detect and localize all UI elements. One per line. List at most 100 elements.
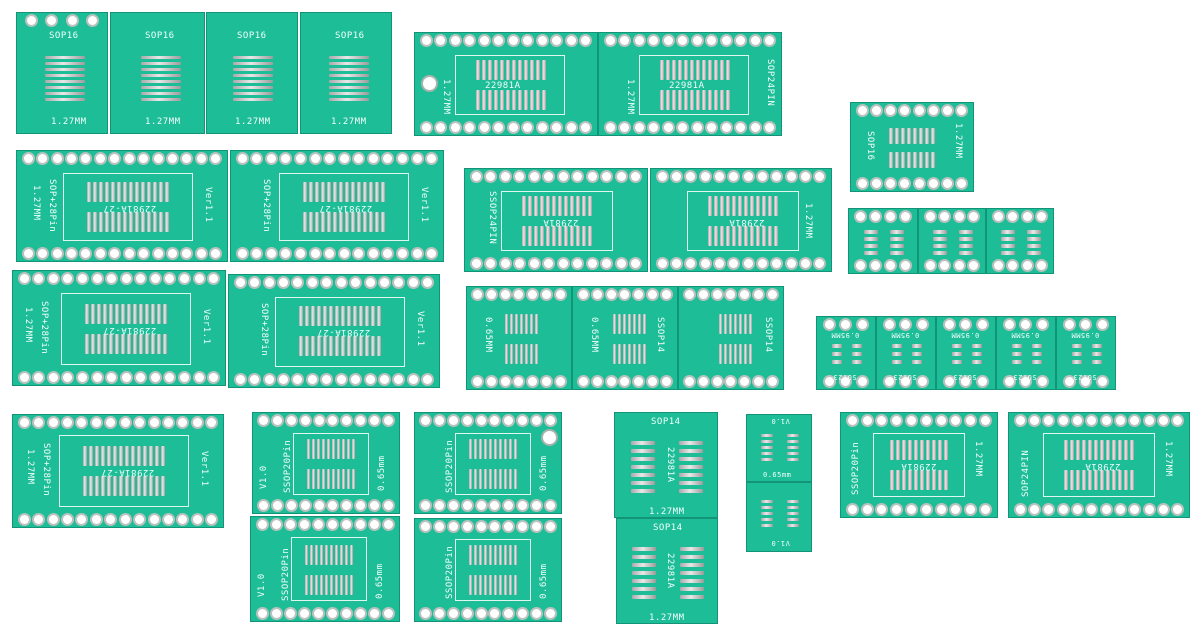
label-ver: Ver1.1	[203, 187, 213, 223]
label-pitch: 1.27MM	[649, 507, 685, 517]
pad-row-bottom	[233, 375, 435, 384]
label-pitch: 1.27MM	[51, 117, 87, 127]
footprint	[461, 55, 561, 115]
pcb-sot23-e: 0.95MM SOT23	[1056, 316, 1116, 390]
pcb-sot23-b: 0.95MM SOT23	[876, 316, 936, 390]
label-ver: Ver1.1	[415, 311, 425, 347]
pcb-sop28-b: 22981A-27 SOP+28Pin Ver1.1	[230, 150, 444, 262]
footprint	[645, 55, 745, 115]
label-part: 22981A	[1085, 461, 1121, 471]
label-sop16: SOP16	[145, 31, 175, 41]
label-pitch: 1.27MM	[441, 79, 451, 115]
label-sop16: SOP16	[335, 31, 365, 41]
label-name: SOP+28Pin	[47, 179, 57, 233]
label-name: SOT23	[953, 373, 977, 381]
silk-outline	[873, 433, 965, 497]
label-pitch: 0.65mm	[539, 563, 549, 599]
label-pitch: 1.27MM	[649, 613, 685, 623]
pad-row-top	[21, 16, 103, 25]
label-part: 22981A	[669, 81, 705, 91]
footprint	[891, 341, 923, 367]
pcb-sop24-a: 22981A 1.27MM	[414, 32, 598, 136]
pcb-msop-a: V1.0 0.65mm	[746, 414, 812, 482]
pcb-ssop20-right: 22981A SSOP20Pin 1.27MM	[840, 412, 998, 518]
label-part: 22981A	[485, 81, 521, 91]
footprint	[67, 175, 189, 239]
label-pitch: 0.95MM	[1071, 331, 1100, 339]
label-part: 22981A	[665, 447, 675, 483]
pad-row-bottom	[991, 261, 1049, 270]
footprint	[877, 435, 961, 495]
label-pitch: 1.27MM	[23, 307, 33, 343]
label-name: SOT23	[1013, 373, 1037, 381]
label-name: SSOP20Pin	[281, 547, 291, 601]
pad-row-bottom	[469, 259, 643, 268]
pcb-sop16-c: SOP16 1.27MM	[206, 12, 298, 134]
label-name: SSOP14	[763, 317, 773, 353]
pcb-ssop24-b: 22981A 1.27MM	[650, 168, 832, 272]
pad-row-bottom	[1013, 505, 1185, 514]
silk-outline	[291, 537, 367, 601]
pad-row-bottom	[853, 261, 913, 270]
label-name: SSOP24PIN	[487, 191, 497, 245]
label-name: SOT23	[893, 373, 917, 381]
silk-outline	[639, 55, 749, 115]
label-part: 22981A	[901, 461, 937, 471]
pcb-msop8-b	[918, 208, 986, 274]
label-name: SSOP20Pin	[283, 439, 293, 493]
pad-row-bottom	[255, 609, 395, 618]
footprint	[63, 439, 185, 503]
label-part: 22981A-27	[319, 203, 373, 213]
pad-row-top	[419, 416, 557, 425]
footprint	[877, 123, 947, 173]
footprint	[43, 43, 87, 113]
footprint	[926, 227, 980, 257]
label-name: SOP14	[651, 417, 681, 427]
pad-row-top	[923, 212, 981, 221]
label-ver: V1.0	[257, 573, 267, 597]
label-part: 22981A	[729, 217, 765, 227]
pcb-ssop24-a: 22981A SSOP24PIN	[464, 168, 648, 272]
silk-outline	[687, 191, 799, 251]
pad-row-top	[419, 522, 557, 531]
label-pitch: 0.65mm	[375, 563, 385, 599]
pcb-sop24-b: 22981A SOP24PIN 1.27MM	[598, 32, 782, 136]
pad-row-top	[471, 290, 567, 299]
pad-row-bottom	[855, 179, 969, 188]
pad-row-top	[233, 278, 435, 287]
footprint	[629, 541, 707, 605]
label-pitch: 0.65MM	[589, 317, 599, 353]
label-pitch: 1.27MM	[625, 79, 635, 115]
silk-outline	[59, 435, 189, 507]
label-pitch: 0.65mm	[539, 455, 549, 491]
pcb-ssop14-a: 0.65MM	[466, 286, 572, 390]
label-ver: V1.0	[771, 417, 790, 425]
label-name: SSOP20Pin	[445, 545, 455, 599]
pcb-msop8-a	[848, 208, 918, 274]
pad-row-bottom	[419, 609, 557, 618]
label-name: SOP+28Pin	[259, 303, 269, 357]
footprint	[299, 435, 363, 493]
pad-row-top	[257, 416, 395, 425]
label-ver: V1.0	[771, 539, 790, 547]
label-ver: Ver1.1	[199, 451, 209, 487]
pcb-sop14-a: SOP14 22981A 1.27MM	[614, 412, 718, 518]
pad-row-bottom	[821, 377, 871, 386]
pcb-ssop14-c: SSOP14	[678, 286, 784, 390]
pad-row-bottom	[17, 373, 221, 382]
label-part: 22981A	[665, 553, 675, 589]
silk-outline	[455, 433, 531, 495]
pcb-sop16-a: SOP16 1.27MM	[16, 12, 108, 134]
footprint	[501, 309, 541, 369]
footprint	[755, 429, 805, 465]
label-name: SOT23	[1073, 373, 1097, 381]
pcb-sot23-d: 0.95MM SOT23	[996, 316, 1056, 390]
pad-row-bottom	[923, 261, 981, 270]
pad-row-bottom	[881, 377, 931, 386]
pad-row-top	[881, 320, 931, 329]
pad-row-top	[845, 416, 993, 425]
label-sop16: SOP16	[237, 31, 267, 41]
silk-outline	[275, 297, 405, 367]
footprint	[609, 309, 649, 369]
pad-row-top	[683, 290, 779, 299]
